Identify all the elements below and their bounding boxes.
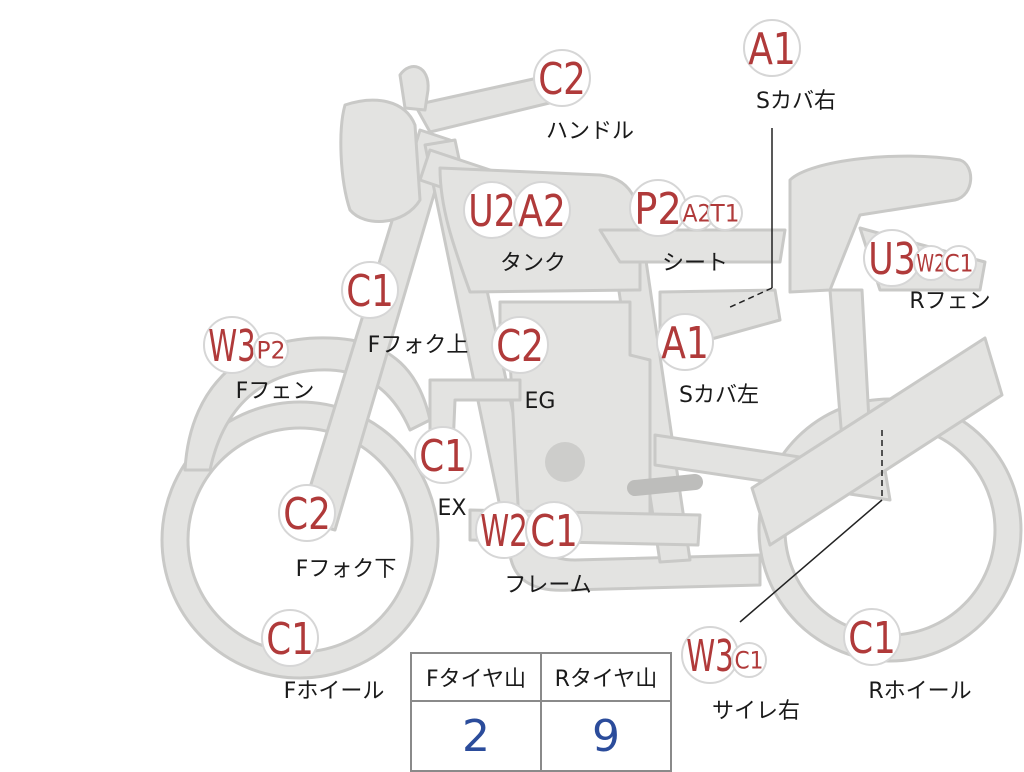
part-label-engine: EG xyxy=(525,389,556,414)
damage-code: C1 xyxy=(530,506,578,557)
damage-code: A1 xyxy=(748,24,796,75)
mirror-shape xyxy=(398,65,430,112)
code-circle xyxy=(743,19,801,77)
damage-code: U3 xyxy=(868,234,916,285)
code-circle xyxy=(278,484,336,542)
front-tire-header: Fタイヤ山 xyxy=(410,652,542,702)
damage-code: A2 xyxy=(683,200,712,228)
damage-code: C1 xyxy=(735,647,764,675)
part-label-exhaust: EX xyxy=(438,496,467,521)
part-label-front-wheel: Fホイール xyxy=(284,679,385,704)
rear-tire-value: 9 xyxy=(540,700,672,772)
part-label-s-cover-right: Sカバ右 xyxy=(756,89,836,114)
seat-shape xyxy=(788,154,973,294)
code-circle xyxy=(261,609,319,667)
code-circle xyxy=(941,245,977,281)
front-wheel-rim-outer xyxy=(160,400,440,680)
damage-code: W3 xyxy=(686,631,734,682)
damage-code: P2 xyxy=(634,184,682,235)
engine-cover-circle xyxy=(545,442,585,482)
rear-tire-header: Rタイヤ山 xyxy=(540,652,672,702)
damage-code: C1 xyxy=(945,250,974,278)
part-marker-handle: C2 ハンドル xyxy=(533,49,634,144)
code-circle xyxy=(491,316,549,374)
part-label-front-fork-upper: Fフォク上 xyxy=(368,333,469,358)
code-circle xyxy=(525,501,583,559)
code-circle xyxy=(341,261,399,319)
code-circle xyxy=(707,195,743,231)
damage-code: P2 xyxy=(257,337,286,365)
code-circle xyxy=(656,313,714,371)
damage-code: W2 xyxy=(480,506,528,557)
damage-code: W3 xyxy=(208,321,256,372)
tire-tread-table: Fタイヤ山 Rタイヤ山 2 9 xyxy=(410,652,672,772)
code-circle xyxy=(533,49,591,107)
damage-code: C1 xyxy=(848,613,896,664)
damage-code: A2 xyxy=(518,186,566,237)
code-circle xyxy=(843,608,901,666)
damage-code: C2 xyxy=(496,321,544,372)
code-circle xyxy=(731,642,767,678)
code-circle xyxy=(414,426,472,484)
damage-code: W2 xyxy=(917,250,946,278)
damage-code: T1 xyxy=(709,200,739,228)
part-label-front-fork-lower: Fフォク下 xyxy=(296,557,397,582)
part-label-seat: シート xyxy=(662,251,728,276)
leader-silencer xyxy=(739,499,883,623)
part-label-handle: ハンドル xyxy=(546,119,634,144)
code-circle xyxy=(253,332,289,368)
damage-code: C2 xyxy=(538,54,586,105)
damage-code: C1 xyxy=(419,431,467,482)
damage-code: A1 xyxy=(661,318,709,369)
footpeg-shape xyxy=(627,474,703,496)
part-label-tank: タンク xyxy=(500,251,566,276)
headlight-shape xyxy=(339,98,422,223)
damage-code: U2 xyxy=(468,186,516,237)
damage-code: C2 xyxy=(283,489,331,540)
silencer-shape xyxy=(750,336,1004,547)
damage-code: C1 xyxy=(266,614,314,665)
part-label-s-cover-left: Sカバ左 xyxy=(679,383,759,408)
part-label-silencer-right: サイレ右 xyxy=(712,699,800,724)
leader-lines xyxy=(727,128,883,623)
code-circle xyxy=(513,181,571,239)
part-label-rear-wheel: Rホイール xyxy=(868,679,971,704)
part-label-frame: フレーム xyxy=(504,573,591,598)
part-label-rear-fender: Rフェン xyxy=(909,289,990,314)
damage-code: C1 xyxy=(346,266,394,317)
front-tire-value: 2 xyxy=(410,700,542,772)
leader-s-cover-right-dash xyxy=(727,287,773,309)
part-label-front-fender: Fフェン xyxy=(236,379,315,404)
